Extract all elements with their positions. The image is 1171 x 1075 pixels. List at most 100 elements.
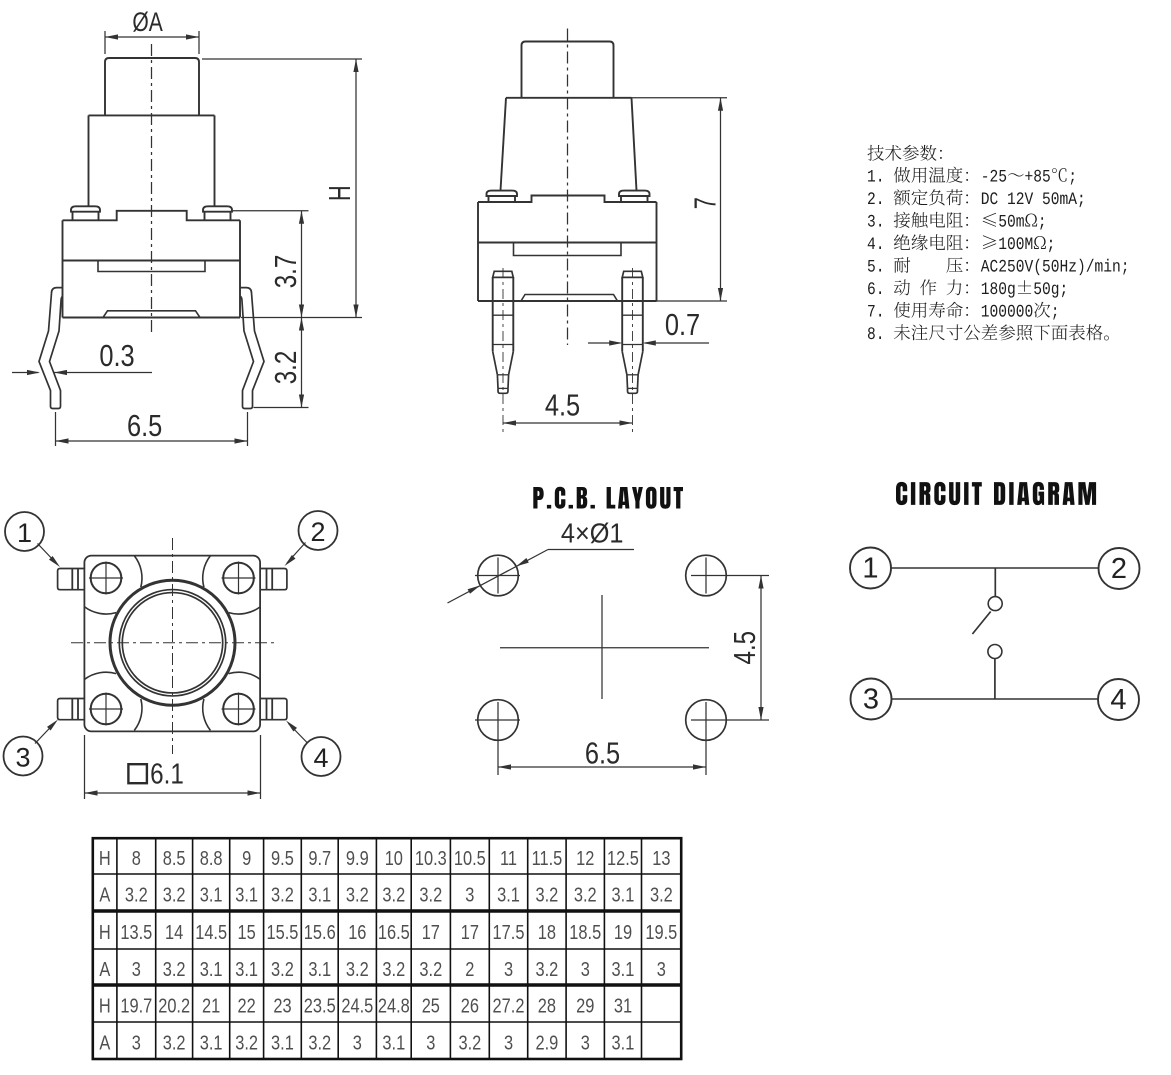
svg-text:3.2: 3.2 xyxy=(536,957,559,980)
svg-text:3.2: 3.2 xyxy=(163,883,186,906)
svg-text:9.7: 9.7 xyxy=(308,846,331,869)
svg-text:3.2: 3.2 xyxy=(419,883,442,906)
svg-text:2.9: 2.9 xyxy=(536,1031,559,1054)
svg-text:26: 26 xyxy=(461,994,479,1017)
svg-text:10: 10 xyxy=(385,846,403,869)
svg-text:3.1: 3.1 xyxy=(200,957,223,980)
svg-text:3: 3 xyxy=(504,957,513,980)
svg-text:3.2: 3.2 xyxy=(346,957,369,980)
svg-text:18: 18 xyxy=(538,920,556,943)
svg-text:0.3: 0.3 xyxy=(99,339,134,374)
svg-text:H: H xyxy=(322,185,357,201)
svg-text:3: 3 xyxy=(15,743,30,773)
svg-text:2: 2 xyxy=(310,517,325,547)
svg-text:1: 1 xyxy=(862,553,878,585)
svg-text:23: 23 xyxy=(273,994,291,1017)
svg-text:3.1: 3.1 xyxy=(612,957,635,980)
svg-text:9: 9 xyxy=(242,846,251,869)
svg-text:3.1: 3.1 xyxy=(235,883,258,906)
svg-text:A: A xyxy=(99,883,110,906)
svg-text:17.5: 17.5 xyxy=(493,920,525,943)
svg-text:ØA: ØA xyxy=(132,7,163,37)
svg-text:25: 25 xyxy=(422,994,440,1017)
svg-text:14: 14 xyxy=(165,920,183,943)
svg-text:4: 4 xyxy=(313,743,328,773)
svg-text:15.6: 15.6 xyxy=(304,920,336,943)
svg-text:3.2: 3.2 xyxy=(382,957,405,980)
svg-text:3: 3 xyxy=(353,1031,362,1054)
svg-text:4: 4 xyxy=(1110,684,1126,716)
svg-text:15: 15 xyxy=(238,920,256,943)
svg-text:A: A xyxy=(99,957,110,980)
svg-text:2: 2 xyxy=(1111,553,1127,585)
svg-text:28: 28 xyxy=(538,994,556,1017)
svg-text:9.5: 9.5 xyxy=(271,846,294,869)
svg-text:0.7: 0.7 xyxy=(665,307,700,342)
svg-text:10.5: 10.5 xyxy=(454,846,486,869)
svg-text:6.1: 6.1 xyxy=(150,758,184,790)
svg-text:3.1: 3.1 xyxy=(200,883,223,906)
svg-text:3.2: 3.2 xyxy=(163,1031,186,1054)
svg-text:15.5: 15.5 xyxy=(266,920,298,943)
svg-text:3: 3 xyxy=(426,1031,435,1054)
svg-text:3.2: 3.2 xyxy=(125,883,148,906)
svg-text:31: 31 xyxy=(614,994,632,1017)
svg-text:3: 3 xyxy=(581,957,590,980)
svg-text:8: 8 xyxy=(132,846,141,869)
svg-text:19.7: 19.7 xyxy=(120,994,152,1017)
svg-text:3: 3 xyxy=(581,1031,590,1054)
svg-text:19.5: 19.5 xyxy=(645,920,677,943)
svg-text:3.1: 3.1 xyxy=(271,1031,294,1054)
svg-text:8.8: 8.8 xyxy=(200,846,223,869)
svg-text:8.5: 8.5 xyxy=(163,846,186,869)
svg-text:22: 22 xyxy=(238,994,256,1017)
svg-text:3.1: 3.1 xyxy=(308,957,331,980)
svg-text:4.5: 4.5 xyxy=(545,388,580,423)
svg-text:3.2: 3.2 xyxy=(574,883,597,906)
svg-text:2: 2 xyxy=(465,957,474,980)
svg-text:3.2: 3.2 xyxy=(650,883,673,906)
svg-text:13: 13 xyxy=(652,846,670,869)
svg-text:3.2: 3.2 xyxy=(419,957,442,980)
svg-text:12.5: 12.5 xyxy=(607,846,639,869)
svg-text:17: 17 xyxy=(422,920,440,943)
svg-text:3.2: 3.2 xyxy=(268,351,303,385)
svg-text:3.1: 3.1 xyxy=(612,883,635,906)
svg-text:3.2: 3.2 xyxy=(163,957,186,980)
svg-text:24.5: 24.5 xyxy=(341,994,373,1017)
svg-text:3: 3 xyxy=(465,883,474,906)
svg-text:18.5: 18.5 xyxy=(569,920,601,943)
svg-text:3.2: 3.2 xyxy=(346,883,369,906)
svg-text:3.1: 3.1 xyxy=(382,1031,405,1054)
svg-text:20.2: 20.2 xyxy=(158,994,190,1017)
svg-text:3.1: 3.1 xyxy=(497,883,520,906)
svg-text:24.8: 24.8 xyxy=(378,994,410,1017)
svg-text:7: 7 xyxy=(688,197,723,209)
svg-text:12: 12 xyxy=(576,846,594,869)
svg-text:3.2: 3.2 xyxy=(382,883,405,906)
svg-text:4.5: 4.5 xyxy=(727,631,762,665)
svg-text:3.2: 3.2 xyxy=(271,883,294,906)
svg-text:3.1: 3.1 xyxy=(612,1031,635,1054)
svg-text:3: 3 xyxy=(132,957,141,980)
svg-text:H: H xyxy=(99,846,111,869)
svg-text:6.5: 6.5 xyxy=(585,736,620,771)
svg-text:3: 3 xyxy=(504,1031,513,1054)
svg-text:3.1: 3.1 xyxy=(200,1031,223,1054)
svg-text:3.7: 3.7 xyxy=(268,255,303,289)
svg-text:4×Ø1: 4×Ø1 xyxy=(561,518,624,549)
svg-text:10.3: 10.3 xyxy=(415,846,447,869)
svg-text:3.2: 3.2 xyxy=(458,1031,481,1054)
svg-text:3.2: 3.2 xyxy=(271,957,294,980)
svg-text:13.5: 13.5 xyxy=(120,920,152,943)
svg-text:16: 16 xyxy=(348,920,366,943)
svg-text:H: H xyxy=(99,994,111,1017)
svg-text:21: 21 xyxy=(202,994,220,1017)
svg-text:3.2: 3.2 xyxy=(536,883,559,906)
svg-text:3: 3 xyxy=(132,1031,141,1054)
svg-text:27.2: 27.2 xyxy=(493,994,525,1017)
svg-text:3.2: 3.2 xyxy=(308,1031,331,1054)
svg-text:29: 29 xyxy=(576,994,594,1017)
svg-text:H: H xyxy=(99,920,111,943)
svg-text:16.5: 16.5 xyxy=(378,920,410,943)
